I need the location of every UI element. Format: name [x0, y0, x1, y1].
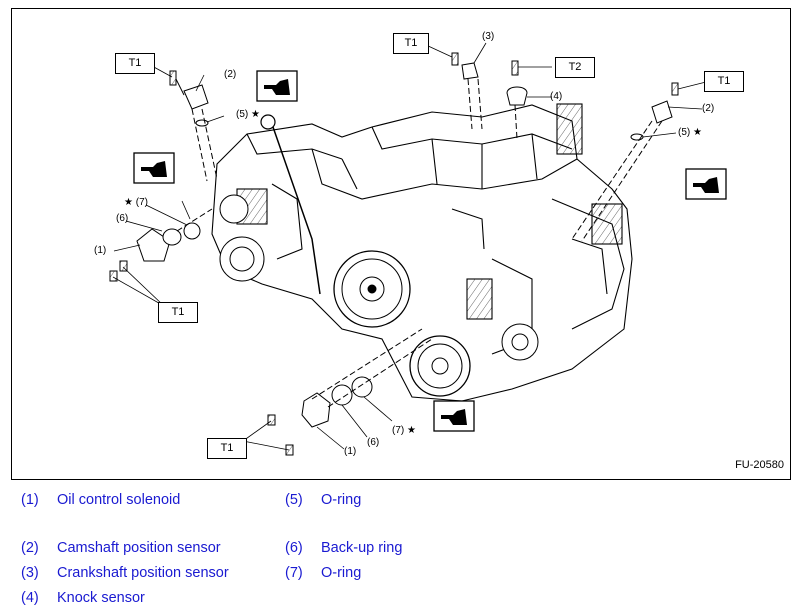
diagram-frame: T1 T1 T1 T1 T2 T1 (1) (2) (3) (4) (5) ★ … — [11, 8, 791, 480]
crank-pulley — [219, 194, 539, 397]
legend-number: (5) — [285, 492, 303, 508]
figure-id: FU-20580 — [735, 459, 784, 471]
legend-label: Crankshaft position sensor — [57, 565, 229, 581]
legend-number: (6) — [285, 540, 303, 556]
callout-5-right: (5) ★ — [678, 127, 702, 138]
callout-7: ★ (7) — [124, 197, 148, 208]
legend-label: Knock sensor — [57, 590, 145, 606]
legend-label: Oil control solenoid — [57, 492, 181, 508]
callout-7-lower: (7) ★ — [392, 425, 416, 436]
left-oil-control-solenoid — [109, 208, 213, 282]
callout-2: (2) — [224, 69, 237, 80]
engine-oil-can-icon — [685, 168, 727, 200]
torque-label-t1: T1 — [158, 302, 198, 323]
legend-number: (1) — [21, 492, 39, 508]
legend-number: (2) — [21, 540, 39, 556]
legend-label: Camshaft position sensor — [57, 540, 221, 556]
knock-sensor-parts — [506, 60, 528, 140]
callout-1: (1) — [94, 245, 107, 256]
torque-label-t1: T1 — [393, 33, 429, 54]
callout-1-lower: (1) — [344, 446, 357, 457]
left-cam-sensor — [169, 70, 218, 182]
top-crank-sensor — [451, 52, 483, 130]
right-cam-sensor — [571, 82, 679, 242]
callout-3: (3) — [482, 31, 495, 42]
callout-6: (6) — [116, 213, 129, 224]
legend-label: O-ring — [321, 565, 362, 581]
lower-oil-control-solenoid — [267, 328, 433, 456]
callout-5: (5) ★ — [236, 109, 260, 120]
callout-4: (4) — [550, 91, 563, 102]
legend-label: O-ring — [321, 492, 362, 508]
leader-lines — [112, 42, 707, 451]
torque-label-t1: T1 — [115, 53, 155, 74]
legend-number: (4) — [21, 590, 39, 606]
callout-6-lower: (6) — [367, 437, 380, 448]
engine-oil-can-icon — [433, 400, 475, 432]
torque-label-t2: T2 — [555, 57, 595, 78]
callout-2-right: (2) — [702, 103, 715, 114]
engine-oil-can-icon — [133, 152, 175, 184]
oil-dipstick — [260, 114, 321, 295]
engine-diagram — [109, 42, 727, 456]
parts-legend: (1) Oil control solenoid (2) Camshaft po… — [0, 488, 803, 616]
torque-label-t1: T1 — [207, 438, 247, 459]
legend-number: (7) — [285, 565, 303, 581]
torque-label-t1: T1 — [704, 71, 744, 92]
engine-oil-can-icon — [256, 70, 298, 102]
legend-label: Back-up ring — [321, 540, 403, 556]
legend-number: (3) — [21, 565, 39, 581]
